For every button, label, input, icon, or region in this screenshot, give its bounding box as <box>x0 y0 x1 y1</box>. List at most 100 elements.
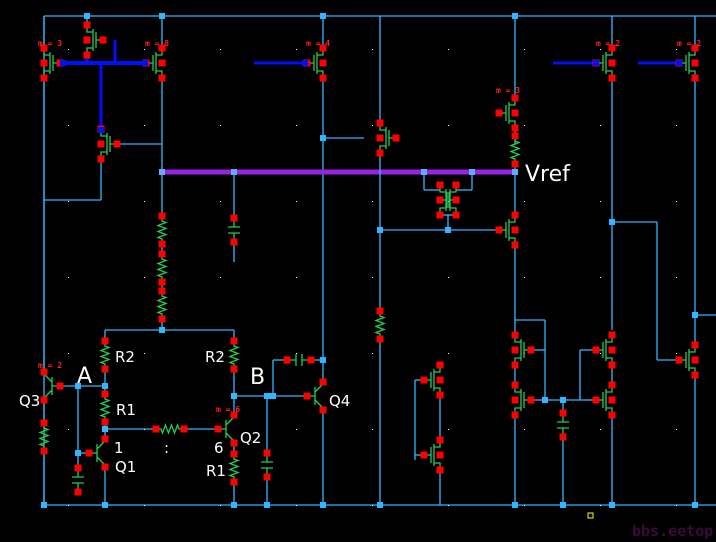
junction-node <box>560 397 566 403</box>
grid-dot <box>600 49 601 50</box>
pin <box>230 365 238 373</box>
grid-dot <box>220 277 221 278</box>
junction-node <box>270 393 276 399</box>
pin <box>376 119 384 127</box>
grid-dot <box>220 201 221 202</box>
pmos-transistor <box>596 48 613 78</box>
pin <box>40 447 48 455</box>
pin <box>376 149 384 157</box>
pin <box>691 341 699 349</box>
pin <box>113 140 121 148</box>
junction-node <box>560 502 566 508</box>
pin <box>158 315 166 323</box>
pin <box>608 59 616 67</box>
grid-dot <box>68 353 69 354</box>
grid-dot <box>448 125 449 126</box>
grid-dot <box>448 353 449 354</box>
grid-dot <box>600 353 601 354</box>
pin <box>319 74 327 82</box>
junction-node <box>142 60 148 66</box>
pin <box>608 74 616 82</box>
pin <box>230 337 238 345</box>
junction-node <box>302 60 308 66</box>
pin <box>158 59 166 67</box>
q1-label: Q1 <box>115 458 136 476</box>
pin <box>319 59 327 67</box>
pmos-transistor <box>146 48 163 78</box>
pin <box>230 450 238 458</box>
junction-node <box>75 450 81 456</box>
pin <box>495 109 503 117</box>
junction-node <box>102 426 108 432</box>
pin <box>40 419 48 427</box>
grid-dot <box>600 429 601 430</box>
r2-left-label: R2 <box>115 348 135 366</box>
grid-dot <box>144 505 145 506</box>
pin <box>83 36 91 44</box>
r2-right-label: R2 <box>205 348 225 366</box>
pin <box>283 356 291 364</box>
pin <box>158 287 166 295</box>
junction-node <box>421 169 427 175</box>
grid-dot <box>68 277 69 278</box>
grid-dot <box>372 125 373 126</box>
pin <box>511 361 519 369</box>
pin <box>97 140 105 148</box>
pin <box>74 488 82 496</box>
pin <box>511 226 519 234</box>
pin <box>303 392 311 400</box>
r1-left-label: R1 <box>116 401 136 419</box>
junction-node <box>542 397 548 403</box>
capacitor <box>557 413 569 437</box>
grid-dot <box>296 353 297 354</box>
pin <box>97 155 105 163</box>
junction-node <box>231 169 237 175</box>
resistor <box>374 311 386 339</box>
pin <box>452 196 460 204</box>
pin <box>263 473 271 481</box>
q4-label: Q4 <box>329 392 350 410</box>
junction-node <box>159 13 165 19</box>
pmos-transistor <box>379 123 396 153</box>
pin <box>592 346 600 354</box>
nmos-transistor <box>100 129 117 159</box>
pin <box>511 211 519 219</box>
junction-node <box>512 13 518 19</box>
grid-dot <box>220 353 221 354</box>
grid-dot <box>524 505 525 506</box>
pin <box>40 59 48 67</box>
junction-node <box>320 135 326 141</box>
pin <box>436 181 444 189</box>
multiplier-label: m = 3 <box>496 86 520 95</box>
resistor <box>156 216 168 244</box>
pin <box>511 94 519 102</box>
grid-dot <box>372 353 373 354</box>
pin <box>527 346 535 354</box>
grid-dot <box>144 125 145 126</box>
junction-node <box>512 502 518 508</box>
grid-dot <box>524 277 525 278</box>
junction-node <box>593 60 599 66</box>
junction-node <box>320 13 326 19</box>
pin <box>101 418 109 426</box>
junction-node <box>102 383 108 389</box>
pin <box>452 211 460 219</box>
junction-node <box>75 383 81 389</box>
pin <box>608 44 616 52</box>
pin <box>511 160 519 168</box>
resistor <box>156 423 184 435</box>
pin <box>559 409 567 417</box>
pin <box>230 238 238 246</box>
pin <box>608 361 616 369</box>
pin <box>608 396 616 404</box>
pin <box>376 307 384 315</box>
junction-node <box>60 60 66 66</box>
junction-node <box>264 393 270 399</box>
pin <box>40 396 48 404</box>
grid-dot <box>372 201 373 202</box>
grid-dot <box>144 201 145 202</box>
bjt-q4 <box>307 383 324 409</box>
pin <box>158 250 166 258</box>
pin <box>436 361 444 369</box>
